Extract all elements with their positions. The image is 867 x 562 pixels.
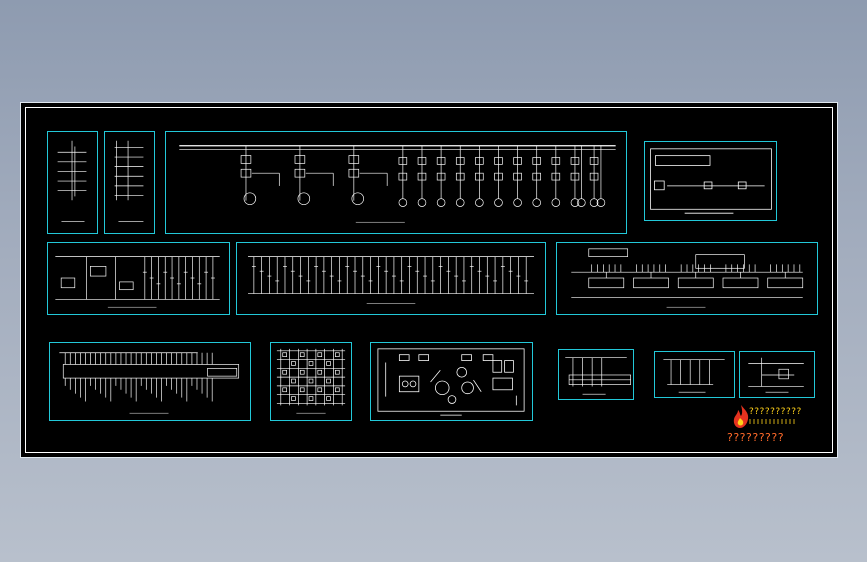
legend-drawing-1: [57, 140, 87, 222]
logo-subtitle-marks: [749, 419, 795, 424]
logo-title: ??????????: [749, 407, 802, 417]
control-circuit-drawing-1: [55, 256, 220, 308]
single-line-diagram: [179, 145, 616, 223]
panel-layout-drawing: [377, 348, 525, 416]
panel-small-schematic-3: [739, 351, 815, 398]
panel-legend-left-1: [47, 131, 98, 234]
panel-title-block: [644, 141, 777, 221]
legend-drawing-2: [114, 140, 144, 222]
terminal-wiring-drawing: [59, 352, 240, 414]
small-schematic-drawing-2: [663, 359, 725, 393]
small-schematic-drawing-3: [748, 357, 804, 393]
panel-panel-layout: [370, 342, 533, 421]
panel-small-schematic-2: [654, 351, 735, 398]
panel-small-schematic-1: [558, 349, 634, 400]
small-schematic-drawing-1: [565, 357, 631, 395]
drawing-frame: [25, 107, 833, 453]
logo-company-name: ?????????: [727, 431, 785, 444]
panel-system-diagram: [556, 242, 818, 315]
system-diagram-drawing: [571, 248, 804, 308]
panel-legend-left-2: [104, 131, 155, 234]
flame-logo-icon: [733, 405, 749, 428]
control-circuit-drawing-2: [248, 256, 534, 304]
wiring-matrix-drawing: [276, 348, 346, 414]
panel-terminal-wiring: [49, 342, 251, 421]
panel-main-single-line-diagram: [165, 131, 627, 234]
panel-wiring-matrix: [270, 342, 352, 421]
title-block-drawing: [650, 148, 772, 214]
panel-control-circuit-1: [47, 242, 230, 315]
drawing-sheet: [20, 102, 838, 458]
panel-control-circuit-2: [236, 242, 546, 315]
